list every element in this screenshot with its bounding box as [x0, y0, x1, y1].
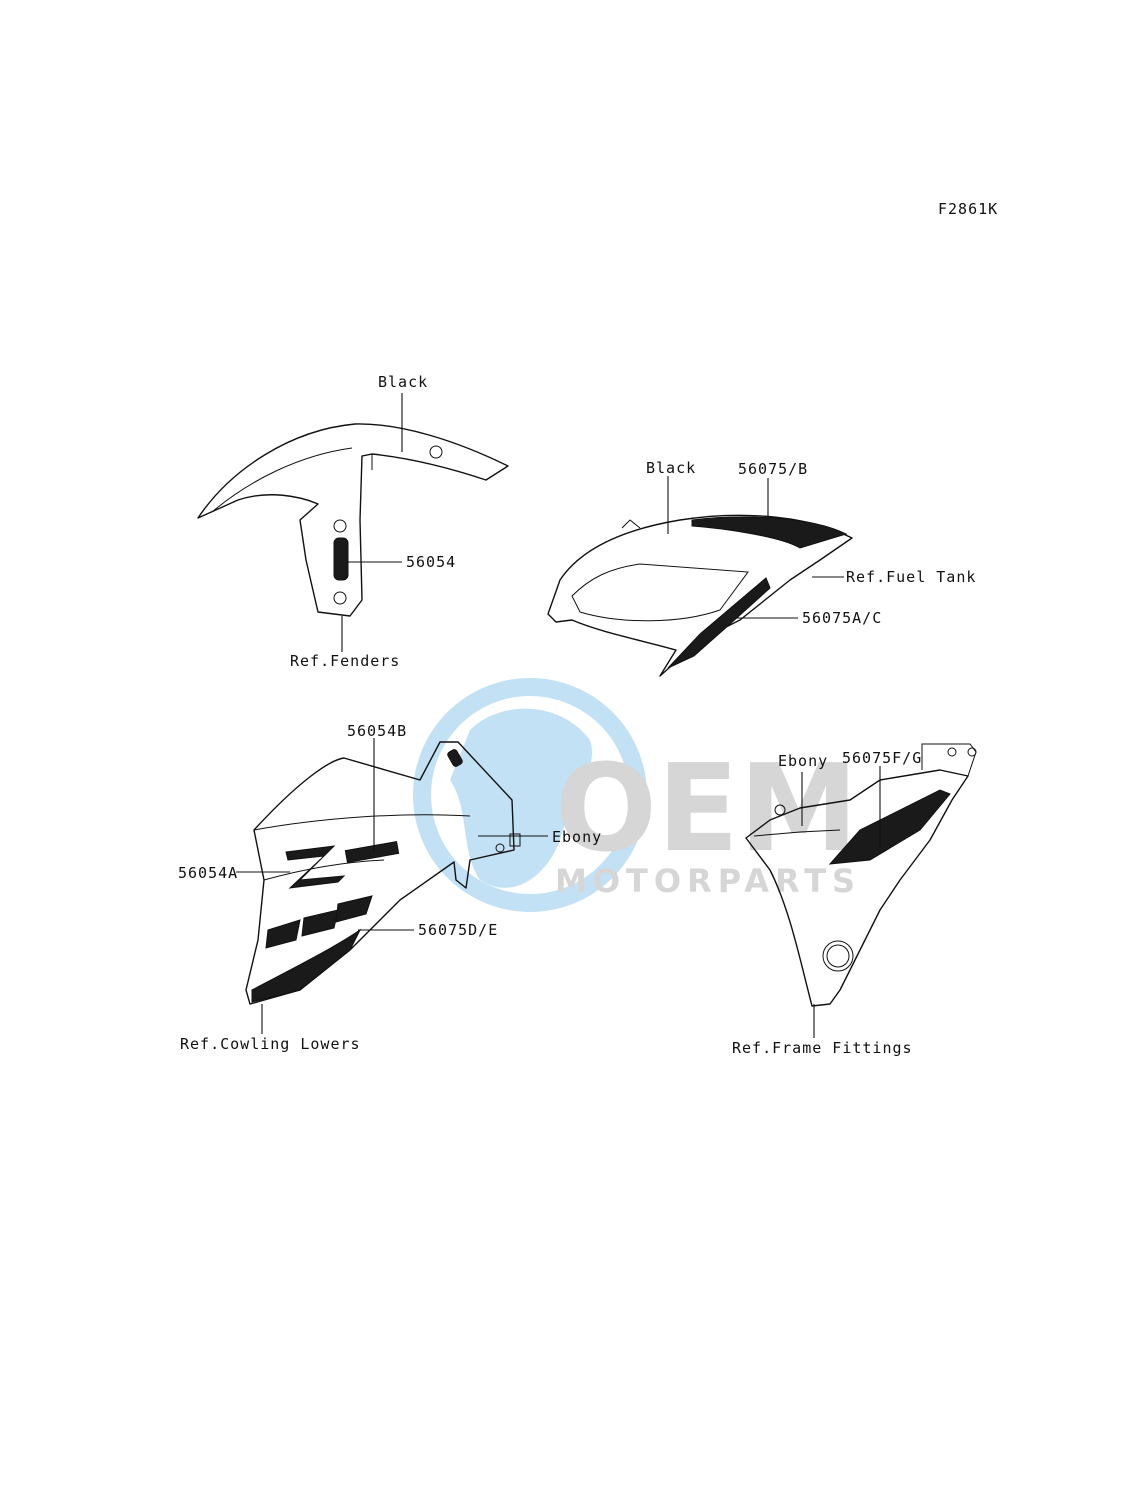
shroud-decal-56054a [285, 845, 346, 889]
front-fender [197, 423, 509, 617]
side-inner-edge [753, 829, 841, 837]
figure-code: F2861K [938, 200, 998, 218]
label-side-ref: Ref.Frame Fittings [732, 1039, 913, 1057]
label-side-56075fg: 56075F/G [842, 749, 922, 767]
side-decal-56075fg [828, 789, 951, 865]
label-fender-black: Black [378, 373, 428, 391]
side-cover [745, 743, 977, 1007]
side-outline [745, 769, 969, 1007]
fender-bolt-upper [333, 519, 347, 533]
label-shroud-56054a: 56054A [178, 864, 238, 882]
side-bracket-hole-2 [967, 747, 977, 757]
shroud-bolt [495, 843, 505, 853]
watermark-globe-continent [450, 708, 593, 888]
fender-step [361, 453, 373, 470]
fender-outline [197, 423, 509, 617]
tank-decal-56075b [691, 516, 848, 549]
side-bolt [774, 804, 786, 816]
fuel-tank-cover [547, 514, 853, 677]
front-shroud [245, 741, 521, 1005]
shroud-mid-edge [263, 859, 385, 881]
watermark: OEM MOTORPARTS [413, 678, 861, 912]
fender-inner-edge [211, 447, 353, 513]
label-tank-56075b: 56075/B [738, 460, 808, 478]
shroud-decal-56054b [344, 840, 400, 864]
label-shroud-56054b: 56054B [347, 722, 407, 740]
fender-bolt-top [429, 445, 443, 459]
label-shroud-56075de: 56075D/E [418, 921, 498, 939]
label-side-ebony: Ebony [778, 752, 828, 770]
tank-decal-56075ac [667, 577, 771, 669]
label-tank-56075ac: 56075A/C [802, 609, 882, 627]
label-tank-black: Black [646, 459, 696, 477]
watermark-brand: OEM [555, 740, 858, 879]
shroud-clip [509, 833, 521, 847]
shroud-slot [447, 749, 463, 767]
shroud-vent-3 [335, 895, 373, 923]
label-shroud-ebony: Ebony [552, 828, 602, 846]
watermark-tagline: MOTORPARTS [555, 862, 861, 900]
shroud-vent-2 [301, 909, 339, 937]
tank-tab [621, 519, 641, 529]
side-grommet-outer [822, 940, 854, 972]
fender-bolt-lower [333, 591, 347, 605]
shroud-decal-56075de [251, 928, 362, 1003]
shroud-top-edge [253, 814, 471, 831]
side-bracket [921, 743, 977, 777]
fender-decal-56054 [333, 537, 349, 581]
label-tank-ref: Ref.Fuel Tank [846, 568, 976, 586]
label-fender-56054: 56054 [406, 553, 456, 571]
side-bracket-hole-1 [947, 747, 957, 757]
label-shroud-ref: Ref.Cowling Lowers [180, 1035, 361, 1053]
side-grommet-inner [826, 944, 850, 968]
shroud-vent-1 [265, 919, 301, 949]
label-fender-ref: Ref.Fenders [290, 652, 400, 670]
watermark-globe-ring [413, 678, 647, 912]
tank-inner-panel [571, 563, 749, 622]
